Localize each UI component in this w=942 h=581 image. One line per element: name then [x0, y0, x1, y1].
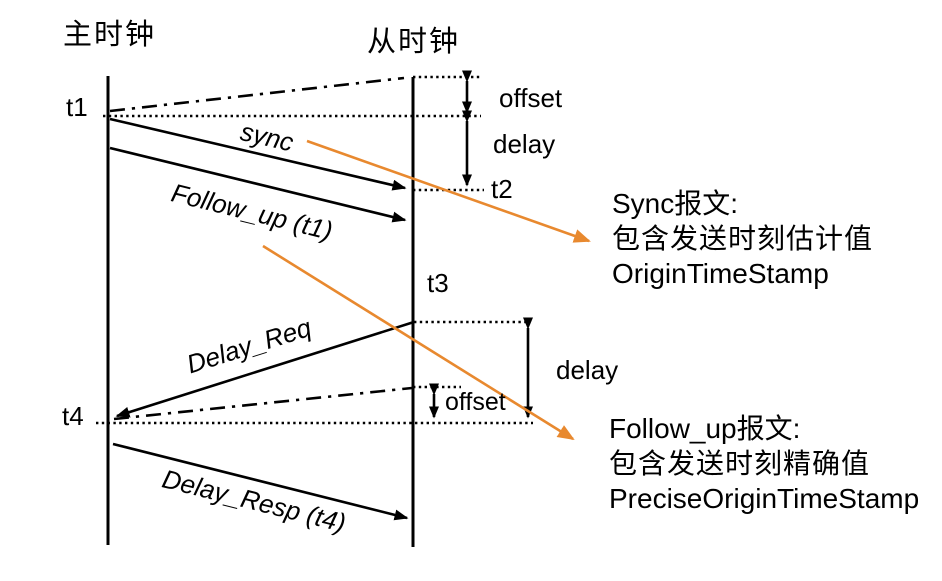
- delay-bottom-label: delay: [556, 355, 619, 385]
- follow-up-message-arrow: [109, 146, 407, 223]
- master-clock-label: 主时钟: [63, 19, 157, 51]
- timestamp-t4: t4: [62, 401, 84, 431]
- sync-note-title: Sync报文:: [612, 188, 739, 219]
- delay-top-label: delay: [493, 129, 556, 159]
- delay-req-message-arrow: [115, 320, 415, 418]
- offset-bottom-label: offset: [445, 388, 506, 416]
- follow-up-note-desc: 包含发送时刻精确值: [609, 448, 871, 479]
- sync-note-field: OriginTimeStamp: [612, 258, 829, 289]
- timestamp-t3: t3: [427, 268, 449, 298]
- delay-resp-message-arrow: [112, 442, 409, 521]
- sync-message-arrow: [109, 117, 407, 191]
- follow-up-note-field: PreciseOriginTimeStamp: [609, 483, 920, 514]
- follow-up-note-pointer-arrow: [262, 244, 575, 441]
- clock-drift-line-top: [109, 76, 405, 113]
- sync-note: Sync报文: 包含发送时刻估计值 OriginTimeStamp: [612, 186, 873, 291]
- timestamp-t2: t2: [491, 174, 513, 204]
- clock-drift-line-bottom: [113, 386, 413, 421]
- timestamp-t1: t1: [66, 92, 88, 122]
- sync-note-pointer-arrow: [306, 139, 591, 243]
- sync-note-desc: 包含发送时刻估计值: [612, 223, 874, 254]
- offset-top-label: offset: [499, 83, 563, 113]
- follow-up-note-title: Follow_up报文:: [609, 413, 801, 444]
- slave-clock-label: 从时钟: [367, 26, 461, 58]
- follow-up-note: Follow_up报文: 包含发送时刻精确值 PreciseOriginTime…: [609, 411, 919, 516]
